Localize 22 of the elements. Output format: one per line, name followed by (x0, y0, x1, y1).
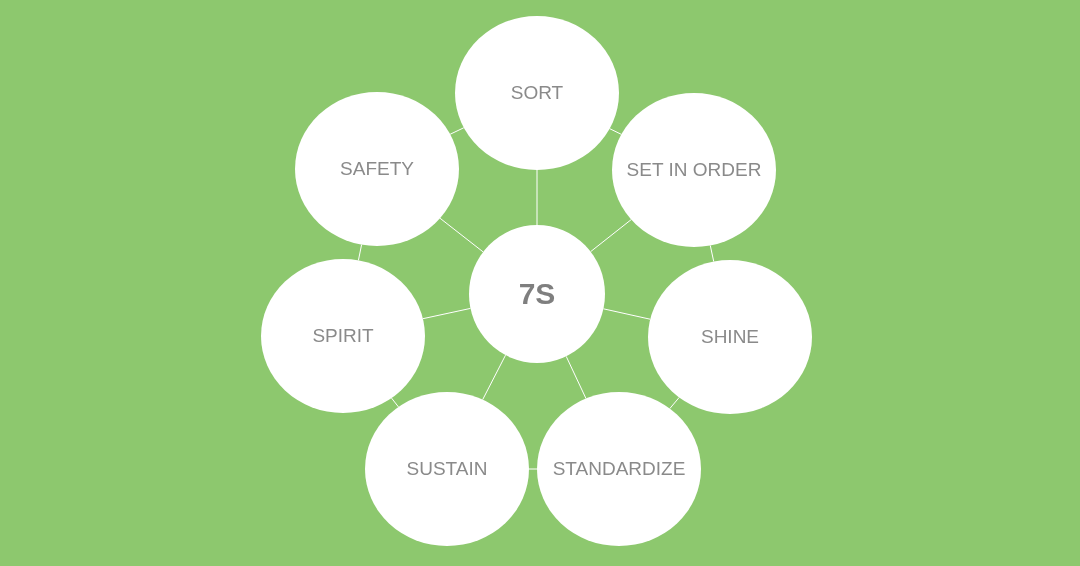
node-label: SHINE (700, 326, 760, 348)
node-label: SUSTAIN (406, 458, 488, 480)
connector-line (422, 307, 471, 320)
node-label: STANDARDIZE (552, 458, 686, 480)
node-label: SORT (510, 82, 564, 104)
connector-line (536, 169, 538, 226)
connector-line (357, 244, 363, 261)
connector-line (602, 308, 651, 320)
node-label: SET IN ORDER (626, 159, 762, 181)
node-label: 7S (518, 277, 556, 311)
node-label: SAFETY (340, 158, 414, 180)
connector-line (449, 127, 465, 135)
connector-line (709, 244, 715, 263)
connector-line (391, 397, 399, 408)
connector-line (439, 217, 484, 253)
connector-line (609, 128, 622, 135)
connector-line (482, 354, 507, 401)
node-label: SPIRIT (312, 325, 374, 347)
connector-line (590, 219, 632, 253)
connector-line (669, 396, 680, 410)
connector-line (565, 355, 587, 399)
connector-line (528, 468, 538, 470)
